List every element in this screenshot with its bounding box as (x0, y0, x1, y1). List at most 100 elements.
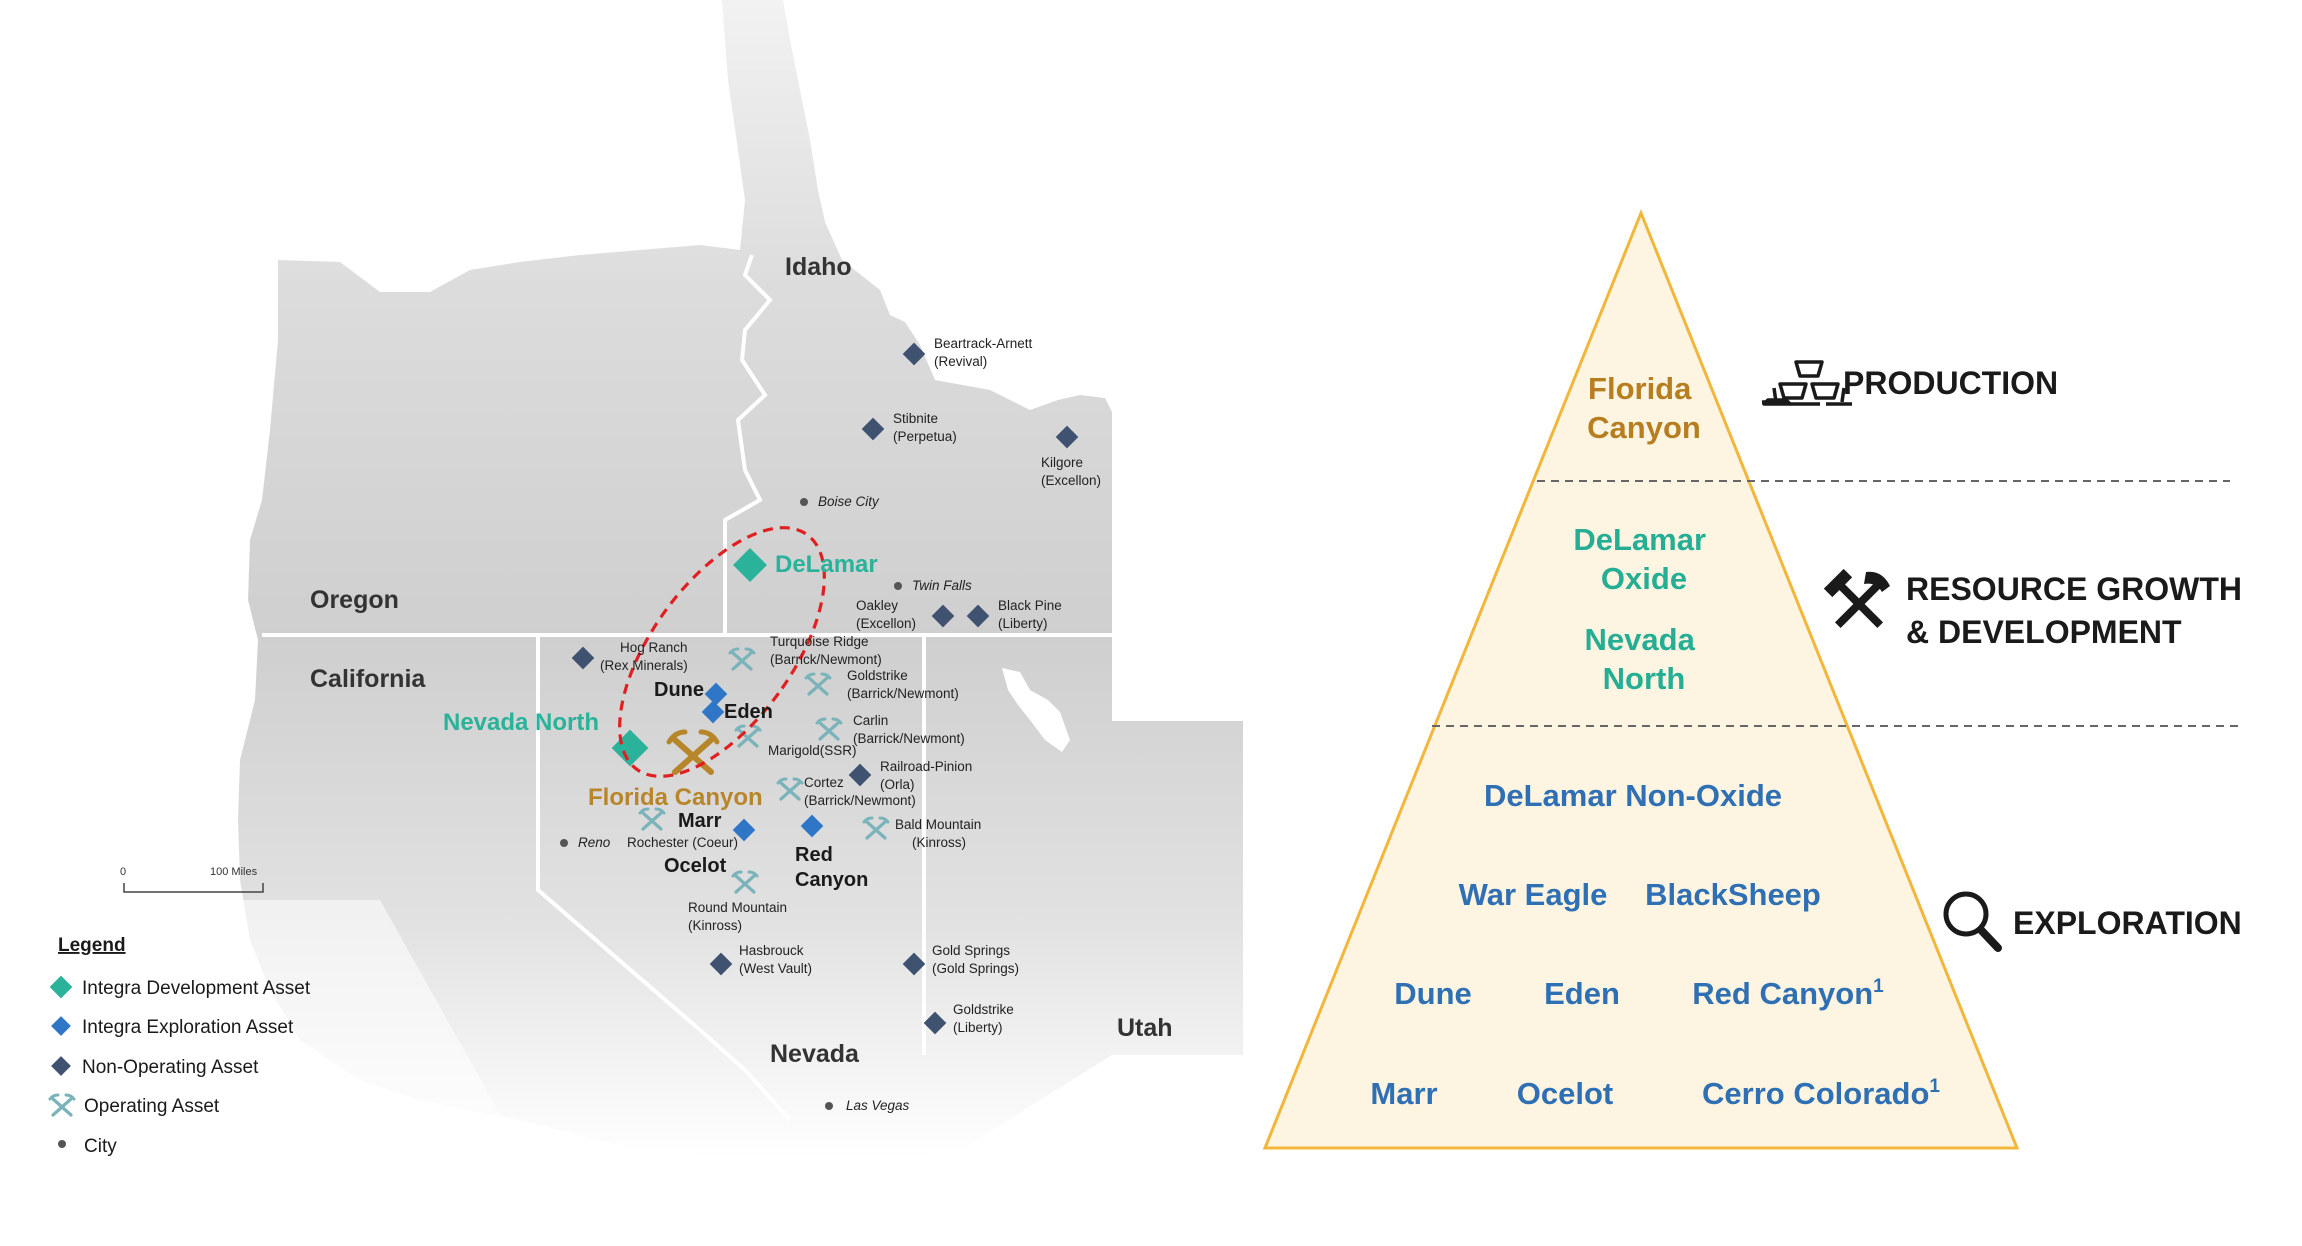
project-label-ocelot: Ocelot (664, 855, 727, 877)
scale-bar-line (123, 883, 264, 893)
asset-pyramid: Florida Canyon DeLamar Oxide Nevada Nort… (1262, 208, 2251, 1150)
site-operator: (Rex Minerals) (600, 658, 688, 673)
exploration-asset-ocelot: Ocelot (1517, 1076, 1613, 1111)
legend-item-exploration: Integra Exploration Asset (82, 1017, 294, 1038)
site-name: Turquoise Ridge (770, 634, 869, 649)
site-labels: Beartrack-Arnett (Revival) Stibnite(Perpe… (600, 336, 1101, 1035)
city-label-reno: Reno (578, 835, 611, 850)
exploration-asset-eden: Eden (1544, 976, 1620, 1011)
exploration-asset-dune: Dune (1394, 976, 1472, 1011)
site-label-cortez: Cortez(Barrick/Newmont) (804, 775, 916, 808)
label-line: Red (795, 844, 833, 866)
site-operator: (Barrick/Newmont) (853, 731, 965, 746)
site-label-marigold: Marigold(SSR) (768, 743, 857, 758)
state-label-california: California (310, 665, 426, 693)
project-labels: DeLamar Nevada North Florida Canyon Dune… (443, 551, 878, 891)
exploration-asset-marr: Marr (1370, 1076, 1437, 1111)
asset-line: Oxide (1601, 561, 1687, 596)
site-label-stibnite: Stibnite(Perpetua) (893, 411, 957, 444)
site-name: Bald Mountain (895, 817, 981, 832)
asset-line: Nevada (1585, 622, 1696, 657)
site-operator: (Orla) (880, 777, 915, 792)
site-operator: (Revival) (934, 354, 987, 369)
city-dot (825, 1102, 833, 1110)
site-operator: (Barrick/Newmont) (804, 793, 916, 808)
site-operator: (Excellon) (1041, 473, 1101, 488)
project-label-nevada-north: Nevada North (443, 709, 599, 736)
scale-bar: 0 100 Miles (120, 866, 264, 893)
stage-label-exploration: EXPLORATION (2013, 905, 2242, 941)
hammer-pickaxe-icon (1823, 568, 1890, 629)
asset-name: Cerro Colorado (1702, 1076, 1929, 1111)
state-borders (262, 254, 1112, 1122)
footnote-marker: 1 (1873, 976, 1884, 997)
state-label-utah: Utah (1117, 1014, 1173, 1042)
site-name: Round Mountain (688, 900, 787, 915)
legend: Legend Integra Development Asset Integra… (48, 935, 311, 1157)
site-operator: (Barrick/Newmont) (770, 652, 882, 667)
stage-label-production: PRODUCTION (1843, 365, 2058, 401)
legend-swatch-non-operating (51, 1056, 71, 1076)
tier-development-asset-delamar-oxide: DeLamar Oxide (1573, 522, 1714, 596)
city-label-las-vegas: Las Vegas (846, 1098, 910, 1113)
tier-production-assets: Florida Canyon (1587, 371, 1701, 445)
site-name: Carlin (853, 713, 888, 728)
exploration-asset-red-canyon: Red Canyon1 (1692, 976, 1884, 1011)
state-label-oregon: Oregon (310, 586, 399, 614)
site-operator: (Kinross) (912, 835, 966, 850)
legend-item-non-operating: Non-Operating Asset (82, 1057, 259, 1078)
site-operator: (Liberty) (998, 616, 1048, 631)
border-id-or (723, 254, 773, 635)
label-line: & DEVELOPMENT (1906, 614, 2182, 650)
exploration-asset-cerro-colorado: Cerro Colorado1 (1702, 1076, 1940, 1111)
state-label-nevada: Nevada (770, 1040, 860, 1068)
project-label-delamar: DeLamar (775, 551, 878, 578)
site-label-hog-ranch: Hog Ranch (Rex Minerals) (600, 640, 688, 673)
project-label-dune: Dune (654, 679, 704, 701)
site-label-hasbrouck: Hasbrouck(West Vault) (739, 943, 812, 976)
land-silhouette (238, 0, 1243, 1160)
stage-label-development: RESOURCE GROWTH & DEVELOPMENT (1906, 571, 2251, 650)
magnifier-icon (1943, 891, 2002, 952)
site-label-gold-springs: Gold Springs (Gold Springs) (932, 943, 1019, 976)
site-name: Hog Ranch (620, 640, 688, 655)
site-name: Hasbrouck (739, 943, 804, 958)
project-label-florida-canyon: Florida Canyon (588, 784, 763, 811)
site-label-black-pine: Black Pine (Liberty) (998, 598, 1062, 631)
site-label-goldstrike: Goldstrike (Barrick/Newmont) (847, 668, 959, 701)
project-label-marr: Marr (678, 810, 722, 832)
site-operator: (Barrick/Newmont) (847, 686, 959, 701)
site-name: Black Pine (998, 598, 1062, 613)
site-operator: (Liberty) (953, 1020, 1003, 1035)
city-dot (800, 498, 808, 506)
asset-line: DeLamar (1573, 522, 1706, 557)
site-name: Goldstrike (847, 668, 908, 683)
site-label-bald-mountain: Bald Mountain (Kinross) (895, 817, 981, 850)
site-label-goldstrike-liberty: Goldstrike(Liberty) (953, 1002, 1014, 1035)
site-name: Gold Springs (932, 943, 1010, 958)
site-name: Beartrack-Arnett (934, 336, 1033, 351)
scale-end-label: 100 Miles (210, 866, 258, 878)
pyramid-triangle (1262, 208, 2020, 1150)
site-name: Oakley (856, 598, 898, 613)
site-name: Kilgore (1041, 455, 1083, 470)
site-operator: (Excellon) (856, 616, 916, 631)
site-name: Railroad-Pinion (880, 759, 972, 774)
exploration-asset-delamar-non-oxide: DeLamar Non-Oxide (1484, 778, 1782, 813)
site-label-kilgore: Kilgore (Excellon) (1041, 455, 1101, 488)
legend-item-city: City (84, 1136, 117, 1157)
production-asset-pickaxe-icon (666, 729, 720, 775)
site-operator: (Gold Springs) (932, 961, 1019, 976)
region-map: Idaho Oregon California Nevada Utah Bois… (48, 0, 1243, 1160)
site-label-oakley: Oakley (Excellon) (856, 598, 916, 631)
state-label-idaho: Idaho (785, 253, 852, 281)
highlight-ellipse (618, 526, 826, 778)
city-markers: Boise City Twin Falls Reno Las Vegas (560, 494, 972, 1113)
site-label-carlin: Carlin (Barrick/Newmont) (853, 713, 965, 746)
footnote-marker: 1 (1929, 1076, 1940, 1097)
asset-name: Red Canyon (1692, 976, 1873, 1011)
great-salt-lake (1002, 668, 1070, 752)
city-label-boise: Boise City (818, 494, 880, 509)
